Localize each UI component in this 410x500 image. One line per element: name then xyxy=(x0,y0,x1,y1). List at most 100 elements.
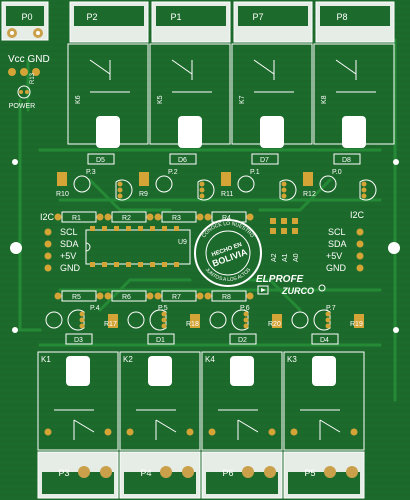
led-label: P.2 xyxy=(168,169,178,176)
relay-label-k5: K5 xyxy=(157,95,164,104)
terminal-label-p5: P5 xyxy=(304,468,315,478)
relay-label-k2: K2 xyxy=(123,355,133,364)
address-pin-label: A2 xyxy=(271,253,278,262)
top-terminal-1: P1 xyxy=(151,1,231,43)
diode-label: D4 xyxy=(320,337,329,344)
diode-label: D6 xyxy=(178,157,187,164)
i2c-pin-label: SCL xyxy=(60,227,78,237)
bottom-transistor-2 xyxy=(231,309,249,331)
top-transistor-1 xyxy=(197,179,215,201)
top-led-3: P.0 xyxy=(319,169,342,193)
bolivia-seal: CONOCE LO NUESTRO JUNTOS A LOS ALTOS HEC… xyxy=(194,219,262,287)
diode-label: D8 xyxy=(342,157,351,164)
bottom-diode-1: D1 xyxy=(147,333,175,345)
resistor-label: R8 xyxy=(222,294,231,301)
diode-label: D7 xyxy=(260,157,269,164)
top-transistor-2 xyxy=(279,179,297,201)
bottom-relay-1: K2 xyxy=(119,351,201,451)
terminal-label-p7: P7 xyxy=(252,12,263,22)
top-transistor-0 xyxy=(115,179,133,201)
diode-label: D3 xyxy=(74,337,83,344)
logo-line-1: ELPROFE xyxy=(256,274,304,285)
led-label: P.6 xyxy=(240,305,250,312)
bottom-resistor-0: R17 xyxy=(104,314,118,328)
terminal-label-p1: P1 xyxy=(170,12,181,22)
mid-resistor-bottom-2: R7 xyxy=(154,290,204,302)
resistor-label: R4 xyxy=(222,215,231,222)
i2c-pin-label: GND xyxy=(60,263,81,273)
power-led-label: POWER xyxy=(9,103,35,110)
power-led xyxy=(17,85,31,99)
mid-resistor-top-2: R3 xyxy=(154,211,204,223)
bottom-led-1: P.5 xyxy=(127,305,168,329)
top-resistor-0: R10 xyxy=(56,172,69,198)
resistor-label: R10 xyxy=(56,191,69,198)
i2c-left-title: I2C xyxy=(40,212,55,222)
bottom-diode-3: D4 xyxy=(311,333,339,345)
top-relay-3: K8 xyxy=(313,43,395,148)
relay-label-k8: K8 xyxy=(321,95,328,104)
mid-resistor-top-1: R2 xyxy=(104,211,154,223)
diode-label: D2 xyxy=(238,337,247,344)
power-pins xyxy=(8,68,40,76)
bottom-resistor-2: R20 xyxy=(268,314,282,328)
top-led-1: P.2 xyxy=(155,169,178,193)
relay-label-k1: K1 xyxy=(41,355,51,364)
resistor-label: R9 xyxy=(139,191,148,198)
i2c-pin-label: SCL xyxy=(328,227,346,237)
top-resistor-3: R12 xyxy=(303,172,316,198)
terminal-label-p0: P0 xyxy=(21,12,32,22)
address-pin-label: A1 xyxy=(282,253,289,262)
resistor-label: R11 xyxy=(221,191,233,198)
bottom-transistor-3 xyxy=(313,309,331,331)
resistor-label: R3 xyxy=(172,215,181,222)
bottom-resistor-1: R18 xyxy=(186,314,200,328)
relay-label-k3: K3 xyxy=(287,355,297,364)
top-diode-3: D8 xyxy=(333,153,361,165)
resistor-label: R20 xyxy=(268,321,281,328)
resistor-label: R7 xyxy=(172,294,181,301)
resistor-label: R18 xyxy=(186,321,199,328)
top-led-2: P.1 xyxy=(237,169,260,193)
power-resistor-label: R13 xyxy=(30,72,36,84)
resistor-label: R1 xyxy=(72,215,81,222)
bottom-led-3: P.7 xyxy=(291,305,336,329)
bottom-relay-0: K1 xyxy=(37,351,119,451)
top-terminal-3: P8 xyxy=(315,1,395,43)
bottom-transistor-0 xyxy=(67,309,85,331)
terminal-label-p3: P3 xyxy=(58,468,69,478)
top-transistor-3 xyxy=(359,179,377,201)
mid-resistor-bottom-3: R8 xyxy=(204,290,254,302)
led-label: P.5 xyxy=(158,305,168,312)
top-led-0: P.3 xyxy=(73,169,96,193)
mounting-holes xyxy=(10,242,400,254)
led-label: P.0 xyxy=(332,169,342,176)
logo-line-2: ZURCO xyxy=(281,286,314,296)
elprofe-zurco-logo: ELPROFE ZURCO xyxy=(256,274,326,296)
bottom-terminal-3: P5 xyxy=(283,451,365,499)
terminal-label-p6: P6 xyxy=(222,468,233,478)
top-terminal-0: P2 xyxy=(69,1,149,43)
terminal-label-p4: P4 xyxy=(140,468,151,478)
top-resistor-1: R9 xyxy=(139,172,149,198)
relay-label-k7: K7 xyxy=(239,95,246,104)
resistor-label: R5 xyxy=(72,294,81,301)
diode-label: D1 xyxy=(156,337,165,344)
terminal-label-p8: P8 xyxy=(336,12,347,22)
bottom-terminal-2: P6 xyxy=(201,451,283,499)
relay-label-k6: K6 xyxy=(75,95,82,104)
bottom-led-2: P.6 xyxy=(209,305,250,329)
i2c-pin-label: SDA xyxy=(60,239,79,249)
power-header-label: Vcc GND xyxy=(8,54,50,65)
top-relay-0: K6 xyxy=(67,43,149,148)
mid-resistor-top-0: R1 xyxy=(54,211,104,223)
resistor-label: R6 xyxy=(122,294,131,301)
edge-vias xyxy=(12,159,399,333)
top-diode-2: D7 xyxy=(251,153,279,165)
i2c-pin-label: +5V xyxy=(326,251,342,261)
address-pin-label: A0 xyxy=(293,253,300,262)
power-header: P0 xyxy=(1,1,49,41)
resistor-label: R2 xyxy=(122,215,131,222)
terminal-label-p2: P2 xyxy=(86,12,97,22)
